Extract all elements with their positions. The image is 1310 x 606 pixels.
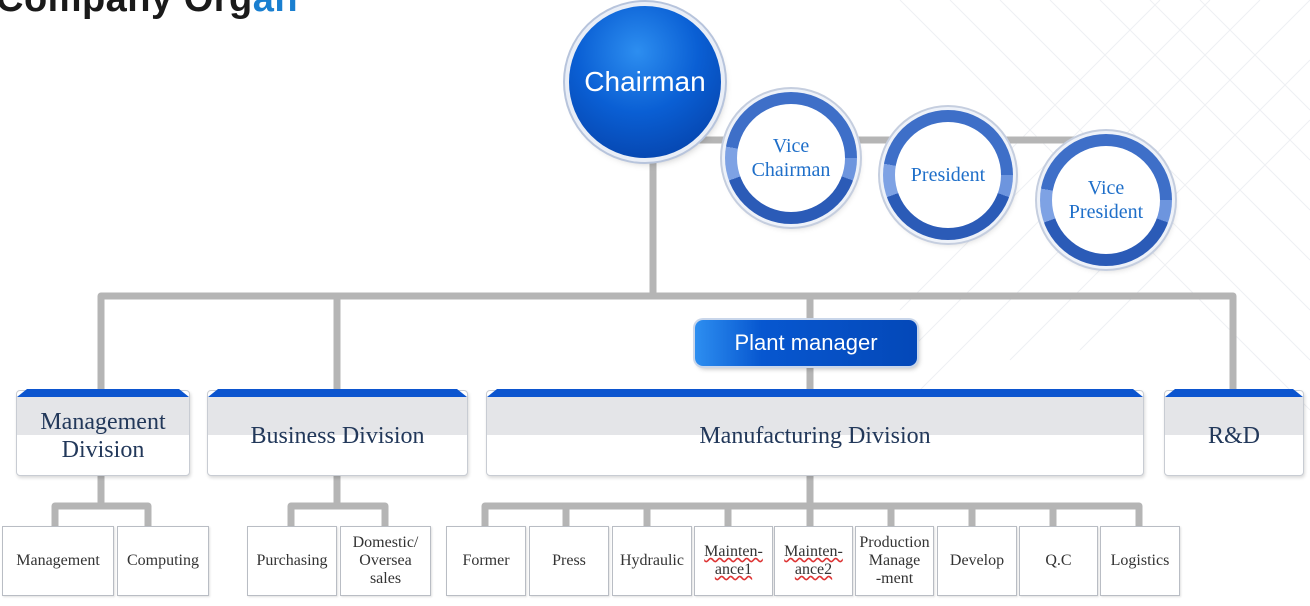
plant-manager-node[interactable]: Plant manager <box>695 320 917 366</box>
president-label: President <box>895 122 1001 228</box>
division-cap <box>1165 389 1303 397</box>
page-title: Company Organ <box>0 0 298 21</box>
division-management[interactable]: Management Division <box>16 390 190 476</box>
dept-develop[interactable]: Develop <box>937 526 1017 596</box>
vice-chairman-node[interactable]: Vice Chairman <box>725 92 857 224</box>
chairman-node[interactable]: Chairman <box>569 6 721 158</box>
chairman-label: Chairman <box>584 66 706 97</box>
division-band <box>208 397 467 435</box>
dept-purchasing[interactable]: Purchasing <box>247 526 337 596</box>
page-title-text: Company Org <box>0 0 253 20</box>
dept-maintenance2[interactable]: Mainten- ance2 <box>774 526 853 596</box>
dept-hydraulic[interactable]: Hydraulic <box>612 526 692 596</box>
division-label: Management Division <box>40 409 166 463</box>
division-band <box>1165 397 1303 435</box>
dept-qc[interactable]: Q.C <box>1019 526 1098 596</box>
vice-president-label: Vice President <box>1052 146 1160 254</box>
division-band <box>487 397 1143 435</box>
division-cap <box>487 389 1143 397</box>
dept-label: Mainten- ance2 <box>784 543 843 578</box>
division-label: Manufacturing Division <box>699 423 931 449</box>
plant-manager-label: Plant manager <box>734 330 878 355</box>
division-cap <box>17 389 189 397</box>
division-label: Business Division <box>250 423 425 449</box>
dept-press[interactable]: Press <box>529 526 609 596</box>
dept-management[interactable]: Management <box>2 526 114 596</box>
division-band <box>17 397 189 435</box>
dept-former[interactable]: Former <box>446 526 526 596</box>
vice-chairman-label: Vice Chairman <box>737 104 845 212</box>
dept-label: Mainten- ance1 <box>704 543 763 578</box>
division-manufacturing[interactable]: Manufacturing Division <box>486 390 1144 476</box>
division-business[interactable]: Business Division <box>207 390 468 476</box>
division-label: R&D <box>1207 423 1260 449</box>
division-rnd[interactable]: R&D <box>1164 390 1304 476</box>
dept-computing[interactable]: Computing <box>117 526 209 596</box>
division-cap <box>208 389 467 397</box>
dept-maintenance1[interactable]: Mainten- ance1 <box>694 526 773 596</box>
president-node[interactable]: President <box>883 110 1013 240</box>
dept-domestic-oversea-sales[interactable]: Domestic/ Oversea sales <box>340 526 431 596</box>
dept-production-management[interactable]: Production Manage -ment <box>855 526 934 596</box>
vice-president-node[interactable]: Vice President <box>1040 134 1172 266</box>
dept-logistics[interactable]: Logistics <box>1100 526 1180 596</box>
page-title-accent: an <box>253 0 298 20</box>
